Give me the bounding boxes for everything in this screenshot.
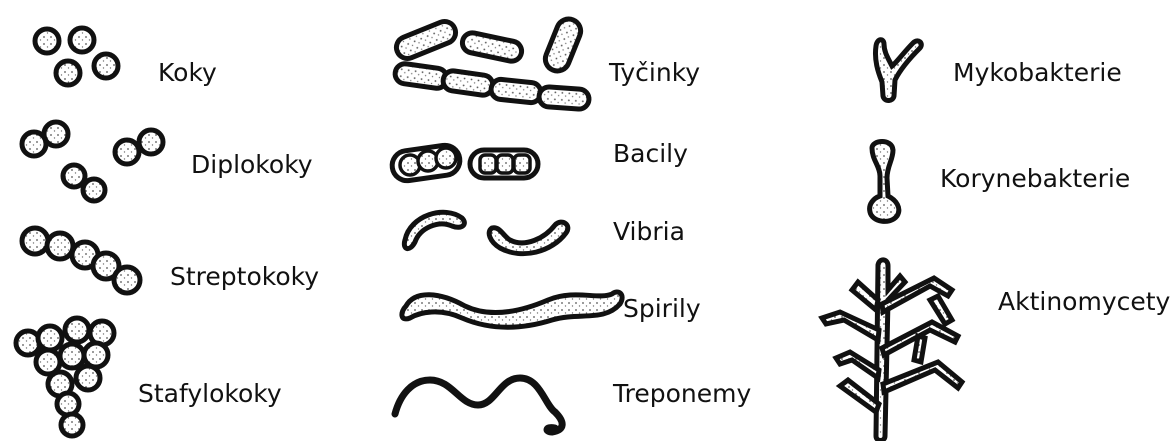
label-stafylokoky: Stafylokoky xyxy=(138,381,282,406)
vibria-drawing xyxy=(404,212,567,253)
label-tycinky: Tyčinky xyxy=(609,60,700,85)
treponemy-drawing xyxy=(395,378,562,432)
streptokoky-drawing xyxy=(22,228,140,293)
label-spirily: Spirily xyxy=(623,296,701,321)
label-aktinomycety: Aktinomycety xyxy=(998,289,1170,314)
mykobakterie-drawing xyxy=(875,40,921,101)
tycinky-drawing xyxy=(393,15,590,109)
label-vibria: Vibria xyxy=(613,219,685,244)
korynebakterie-drawing xyxy=(870,142,899,222)
koky-drawing xyxy=(35,28,118,85)
label-mykobakterie: Mykobakterie xyxy=(953,60,1122,85)
label-streptokoky: Streptokoky xyxy=(170,264,319,289)
label-bacily: Bacily xyxy=(613,141,688,166)
label-koky: Koky xyxy=(158,60,217,85)
aktinomycety-drawing xyxy=(822,260,962,441)
label-diplokoky: Diplokoky xyxy=(191,152,313,177)
spirily-drawing xyxy=(402,292,622,327)
stafylokoky-drawing xyxy=(16,318,114,436)
label-korynebakterie: Korynebakterie xyxy=(940,166,1130,191)
diplokoky-drawing xyxy=(22,122,163,201)
label-treponemy: Treponemy xyxy=(613,381,751,406)
bacily-drawing xyxy=(390,143,538,182)
